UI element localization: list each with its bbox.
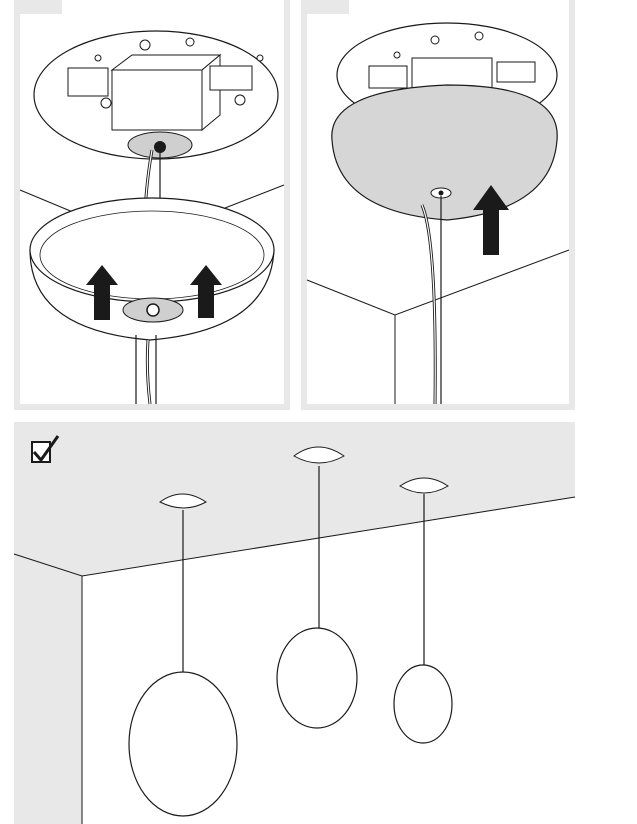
step-1-panel (14, 0, 290, 410)
ceiling-edge-left (19, 189, 81, 216)
ceiling-edge (306, 249, 570, 316)
result-illustration (13, 435, 576, 824)
shade-rim (29, 197, 275, 303)
cable-grip-icon (154, 141, 166, 153)
pendant-lamp-medium (276, 446, 358, 729)
step-2-illustration (306, 22, 570, 405)
result-panel (13, 422, 576, 824)
canopy (293, 446, 345, 464)
glass-globe (276, 627, 358, 729)
arrow-up-icon (190, 265, 222, 318)
canopy (399, 477, 449, 494)
canopy (159, 493, 207, 509)
glass-globe (128, 671, 238, 817)
checkmark-box-icon (31, 435, 60, 463)
step-1-canvas (19, 0, 285, 405)
step-2-canvas (306, 0, 570, 405)
glass-globe (393, 664, 453, 744)
junction-box-icon (67, 37, 264, 132)
arrow-up-icon (86, 265, 118, 320)
step-2-number-tab (307, 0, 349, 14)
step-1-number-tab (20, 0, 62, 14)
pendant-lamp-large (128, 493, 238, 817)
pendant-lamp-small (393, 477, 453, 744)
canopy-dome (331, 84, 558, 221)
junction-box-icon (368, 31, 536, 99)
step-2-panel (301, 0, 575, 410)
step-1-illustration (19, 30, 285, 405)
ceiling-edge-right (224, 184, 285, 209)
cable-grip-icon (438, 190, 444, 196)
arrow-up-icon (473, 185, 509, 255)
